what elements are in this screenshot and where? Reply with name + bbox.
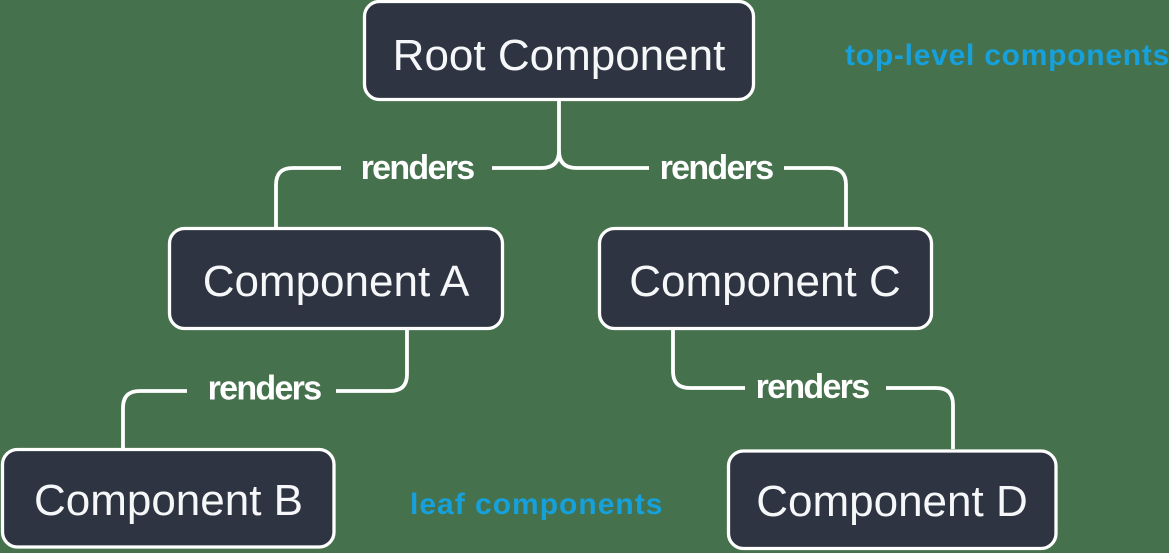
svg-text:Component B: Component B: [34, 476, 303, 525]
svg-text:renders: renders: [660, 149, 774, 187]
svg-text:renders: renders: [361, 149, 475, 187]
svg-text:top-level components: top-level components: [845, 39, 1169, 72]
svg-text:leaf components: leaf components: [410, 488, 663, 521]
svg-text:renders: renders: [208, 370, 322, 408]
svg-text:Component D: Component D: [756, 477, 1027, 526]
svg-text:renders: renders: [756, 368, 870, 406]
svg-text:Root Component: Root Component: [393, 31, 726, 80]
svg-text:Component C: Component C: [629, 257, 900, 306]
svg-text:Component A: Component A: [203, 257, 470, 306]
